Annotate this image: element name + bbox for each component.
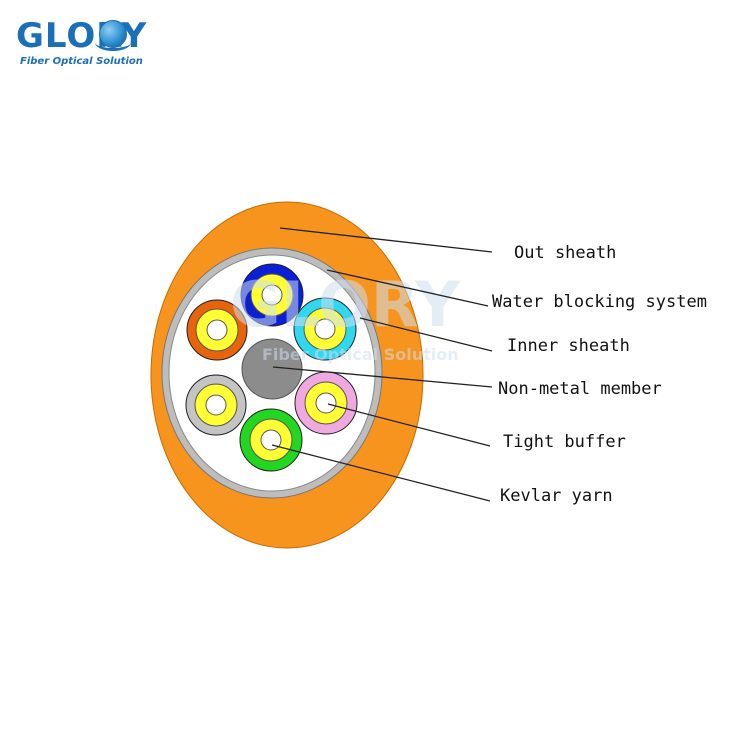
watermark-tagline: Fiber Optical Solution xyxy=(262,345,459,364)
label-kevlar: Kevlar yarn xyxy=(500,486,613,506)
leader-inner-sheath xyxy=(359,317,493,352)
fiber-grey xyxy=(185,374,247,436)
label-tight-buffer: Tight buffer xyxy=(503,432,626,452)
brand-tagline: Fiber Optical Solution xyxy=(20,56,143,67)
label-water-blocking: Water blocking system xyxy=(492,292,707,312)
leader-tight-buffer xyxy=(327,403,491,447)
globe-swoosh-icon xyxy=(95,34,131,51)
fiber-green xyxy=(239,408,303,472)
brand-logo: GLORY Fiber Optical Solution xyxy=(16,14,176,74)
fiber-pink xyxy=(294,371,358,435)
label-inner-sheath: Inner sheath xyxy=(507,336,630,356)
leader-water-blocking xyxy=(326,269,489,307)
leader-kevlar xyxy=(271,444,491,502)
fiber-blue xyxy=(240,263,304,327)
watermark-name: GLORY xyxy=(230,268,461,341)
label-out-sheath: Out sheath xyxy=(514,243,616,263)
leader-non-metal xyxy=(272,366,493,388)
leader-out-sheath xyxy=(279,227,493,253)
fiber-orange xyxy=(186,299,248,361)
fiber-cyan xyxy=(293,297,357,361)
label-non-metal: Non-metal member xyxy=(498,379,662,399)
